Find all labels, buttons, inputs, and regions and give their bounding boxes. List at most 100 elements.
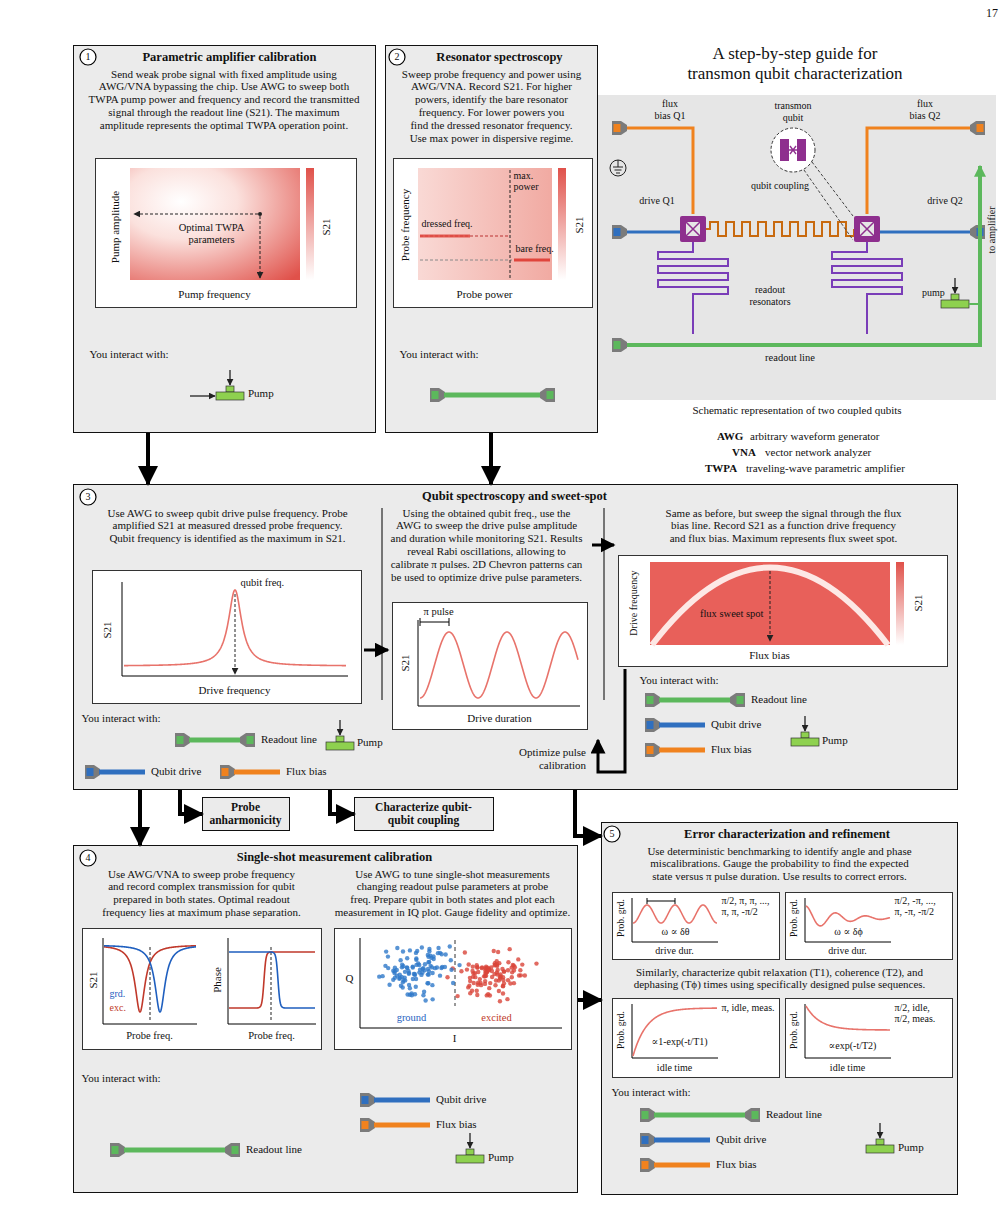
box-text: grd. bbox=[110, 988, 126, 1000]
scatter-dot bbox=[495, 968, 499, 972]
scatter-dot bbox=[426, 981, 430, 985]
scatter-dot bbox=[492, 949, 496, 953]
label-text: transmon qubit bbox=[763, 100, 823, 123]
scatter-dot bbox=[475, 965, 479, 969]
scatter-dot bbox=[401, 964, 405, 968]
scatter-dot bbox=[488, 981, 492, 985]
scatter-dot bbox=[398, 958, 402, 962]
box-text: Similarly, characterize qubit relaxation… bbox=[610, 966, 950, 992]
plot-panel: π pulseS21Drive duration bbox=[392, 602, 588, 730]
box-text: π pulse bbox=[424, 606, 454, 618]
scatter-dot bbox=[410, 964, 414, 968]
label-text: arbitrary waveform generator bbox=[750, 430, 880, 443]
box-text: Use AWG to sweep qubit drive pulse frequ… bbox=[82, 507, 374, 546]
scatter-dot bbox=[516, 957, 520, 961]
plot-curve bbox=[229, 952, 315, 1008]
label-text: Schematic representation of two coupled … bbox=[692, 404, 901, 417]
scatter-dot bbox=[401, 980, 405, 984]
box-text: π/2, π, π, ..., π, π, -π/2 bbox=[722, 895, 778, 918]
step-box: Single-shot measurement calibrationUse A… bbox=[73, 845, 578, 1193]
callout-number: 4 bbox=[86, 852, 91, 864]
scatter-dot bbox=[473, 975, 477, 979]
scatter-dot bbox=[431, 957, 435, 961]
box-text: π/2, idle, π/2, meas. bbox=[895, 1002, 951, 1025]
label-text: Qubit drive bbox=[716, 1133, 766, 1146]
schematic bbox=[598, 95, 996, 400]
scatter-dot bbox=[413, 992, 417, 996]
callout-number: 2 bbox=[395, 51, 400, 63]
box-text: ∝1-exp(-t/T1) bbox=[651, 1036, 707, 1048]
box-fill bbox=[202, 797, 290, 831]
label-text: flux bias Q1 bbox=[650, 98, 690, 121]
box-text: Prob. grd. bbox=[789, 1011, 800, 1049]
scatter-dot bbox=[413, 972, 417, 976]
scatter-dot bbox=[421, 966, 425, 970]
scatter-dot bbox=[440, 965, 444, 969]
box-text: S21 bbox=[572, 216, 585, 233]
scatter-dot bbox=[420, 945, 424, 949]
plot-panel: QIgroundexcited bbox=[334, 928, 572, 1050]
box-text: Same as before, but sweep the signal thr… bbox=[618, 507, 950, 546]
scatter-dot bbox=[425, 981, 429, 985]
label-text: Readout line bbox=[261, 733, 317, 746]
label-text: AWG bbox=[717, 430, 743, 443]
scatter-dot bbox=[443, 952, 447, 956]
step-box: Error characterization and refinementUse… bbox=[601, 822, 958, 1195]
scatter-dot bbox=[506, 960, 510, 964]
scatter-dot bbox=[510, 975, 514, 979]
box-text: drive dur. bbox=[655, 945, 693, 957]
scatter-dot bbox=[484, 974, 488, 978]
scatter-dot bbox=[405, 956, 409, 960]
plot-curve bbox=[633, 1008, 717, 1056]
label-text: Pump bbox=[248, 387, 274, 400]
scatter-dot bbox=[508, 981, 512, 985]
scatter-dot bbox=[507, 947, 511, 951]
scatter-dot bbox=[517, 973, 521, 977]
scatter-dot bbox=[411, 977, 415, 981]
scatter-dot bbox=[427, 960, 431, 964]
label-text: Optimize pulse calibration bbox=[492, 746, 586, 772]
box-text: You interact with: bbox=[640, 674, 719, 687]
label-text: Flux bias bbox=[436, 1118, 477, 1131]
plot-curve bbox=[806, 906, 890, 926]
scatter-dot bbox=[483, 979, 487, 983]
scatter-dot bbox=[468, 979, 472, 983]
label-text: Flux bias bbox=[711, 743, 752, 756]
box-text: π, idle, meas. bbox=[722, 1002, 778, 1014]
box-fill bbox=[385, 45, 598, 433]
box-text: Drive duration bbox=[467, 712, 531, 725]
scatter-dot bbox=[471, 971, 475, 975]
scatter-dot bbox=[407, 971, 411, 975]
box-text: Use AWG to tune single-shot measurements… bbox=[334, 868, 572, 919]
scatter-dot bbox=[438, 973, 442, 977]
plot-panel: S21grd.exc.Probe freq.PhaseProbe freq. bbox=[82, 928, 322, 1050]
box-text: Sweep probe frequency and power using AW… bbox=[393, 68, 591, 145]
box-fill bbox=[95, 158, 357, 308]
box-text: Drive frequency bbox=[199, 684, 271, 697]
scatter-dot bbox=[470, 988, 474, 992]
scatter-dot bbox=[476, 970, 480, 974]
box-text: excited bbox=[481, 1012, 511, 1024]
scatter-dot bbox=[485, 993, 489, 997]
scatter-dot bbox=[414, 985, 418, 989]
box-fill bbox=[354, 797, 494, 831]
scatter-dot bbox=[523, 973, 527, 977]
box-text: ∝exp(-t/T2) bbox=[829, 1040, 877, 1052]
box-text: Use AWG/VNA to sweep probe frequency and… bbox=[82, 868, 322, 919]
label-text: Qubit drive bbox=[436, 1093, 486, 1106]
scatter-dot bbox=[408, 948, 412, 952]
label-text: flux bias Q2 bbox=[905, 98, 945, 121]
label-text: traveling-wave parametric amplifier bbox=[746, 462, 905, 475]
scatter-dot bbox=[520, 962, 524, 966]
box-fill bbox=[618, 555, 948, 667]
scatter-dot bbox=[501, 991, 505, 995]
box-text: S21 bbox=[86, 971, 99, 988]
label-text: drive Q1 bbox=[637, 195, 677, 207]
box-fill bbox=[393, 158, 593, 308]
scatter-dot bbox=[457, 963, 461, 967]
scatter-dot bbox=[451, 981, 455, 985]
callout-number: 5 bbox=[610, 828, 615, 840]
box-text: Probe freq. bbox=[248, 1030, 295, 1042]
label-text: Readout line bbox=[766, 1108, 822, 1121]
